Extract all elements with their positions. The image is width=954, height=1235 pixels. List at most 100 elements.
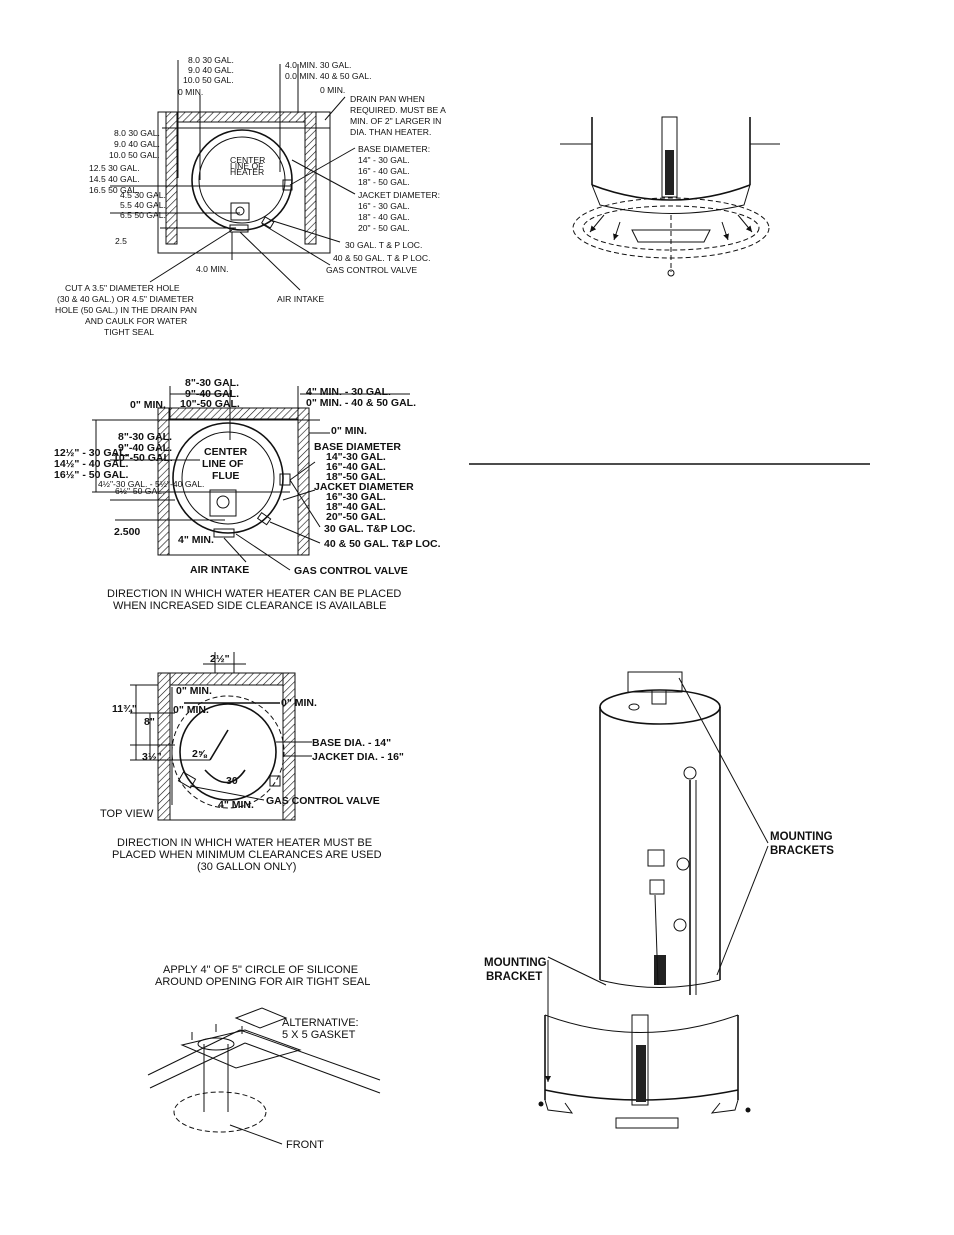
label: 10"-50 GAL. [180,398,240,410]
label: 6.5 50 GAL. [120,210,166,220]
label: 4½"-30 GAL. - 5½"-40 GAL. [98,479,204,489]
label: 8" [144,716,155,728]
label: 0" MIN. [173,704,209,716]
leader-line [289,461,316,481]
label: 10.0 50 GAL. [109,150,160,160]
flue-collar [651,689,667,705]
center-label: LINE OF [202,458,244,470]
leader-line [149,229,233,283]
label: 4.0 MIN. 30 GAL. [285,60,351,70]
leader-line [289,479,321,528]
label: 12½" - 30 GAL. [54,447,129,459]
heater-cut-edge [544,1014,739,1033]
label: MOUNTING [770,831,833,843]
direction-arrow [589,214,605,233]
label: 4" MIN. - 30 GAL. [306,386,391,398]
figure-4-silicone-seal: APPLY 4" OF 5" CIRCLE OF SILICONE AROUND… [147,964,381,1151]
label: 11¾" [112,703,137,715]
screw-icon [745,1107,751,1113]
tp-valve-40-icon [260,216,275,229]
flue-opening [235,206,245,216]
label: 0 MIN. [320,85,345,95]
label: 0" MIN. [130,399,166,411]
drain-pan-note: DIA. THAN HEATER. [350,127,431,137]
leader-line [716,845,769,976]
label: 14.5 40 GAL. [89,174,140,184]
leader-line [324,96,346,121]
label: 16"-40 GAL. [326,461,386,473]
label: BASE DIAMETER [314,441,401,453]
leader-line [261,223,331,266]
direction-arrow [613,221,621,241]
label: 0" MIN. [176,685,212,697]
label: 9"-40 GAL. [185,388,239,400]
label: 30 GAL. T&P LOC. [324,523,415,535]
base-circle [198,136,286,224]
figure-2-clearance-diagram: 8"-30 GAL. 9"-40 GAL. 10"-50 GAL. 0" MIN… [54,377,441,612]
cut-note: TIGHT SEAL [104,327,154,337]
label: 18"-40 GAL. [326,501,386,513]
label: JACKET DIAMETER: [358,190,440,200]
label: 3½" [142,751,162,763]
floor-edge [147,1029,241,1076]
cut-note: CUT A 3.5" DIAMETER HOLE [65,283,180,293]
label: JACKET DIA. - 16" [312,751,404,763]
leader-line [291,159,356,195]
tp-valve-icon [282,179,293,191]
figure-6-mounting-brackets: MOUNTING BRACKETS MOUNTING BRACKET [484,671,834,1129]
tp-valve-icon [269,775,281,787]
label: 10"-50 GAL. [113,452,173,464]
label: 8.0 30 GAL. [188,55,234,65]
heater-bottom [599,979,721,988]
label: 9"-40 GAL. [118,442,172,454]
drain-valve-icon [673,918,687,932]
figure-3-top-view: 2½" 0" MIN. 0" MIN. 0" MIN. 11¾" 8" 3½" … [100,652,404,873]
heater-bottom [591,184,751,201]
label: MOUNTING [484,957,547,969]
pipe [661,116,678,198]
gas-line [654,894,659,986]
label: 18"-50 GAL. [326,471,386,483]
flue-arc [204,769,246,784]
label: 8.0 30 GAL. [114,128,160,138]
note: 5 X 5 GASKET [282,1029,356,1041]
tp-valve-icon [279,473,291,486]
tp-valve-icon [683,766,697,780]
leader-line [235,533,291,571]
label: 9.0 40 GAL. [188,65,234,75]
screw-icon [538,1101,544,1107]
label: JACKET DIAMETER [314,481,414,493]
direction-arrow [721,221,729,241]
label: 0 MIN. [178,87,203,97]
label: 0" MIN. [281,697,317,709]
note: ALTERNATIVE: [282,1017,359,1029]
label: 16" - 30 GAL. [358,201,410,211]
base-circle [181,431,275,525]
note: APPLY 4" OF 5" CIRCLE OF SILICONE [163,964,358,976]
wall-top [157,672,296,686]
label: 16½" - 50 GAL. [54,469,129,481]
center-label: FLUE [212,470,239,482]
label: 40 & 50 GAL. T & P LOC. [333,253,430,263]
flue-line [209,729,229,761]
label: BRACKETS [770,845,834,857]
cut-note: AND CAULK FOR WATER [85,316,187,326]
floor-edge [149,1042,246,1089]
label: BRACKET [486,971,542,983]
leader-line [289,147,356,186]
label: GAS CONTROL VALVE [326,265,417,275]
gas-pipe [665,150,674,195]
label: 14½" - 40 GAL. [54,458,129,470]
pipe-top [197,1037,235,1051]
label: 20"-50 GAL. [326,511,386,523]
caption: WHEN INCREASED SIDE CLEARANCE IS AVAILAB… [113,600,386,612]
label: 16"-30 GAL. [326,491,386,503]
heater-base-skirt [591,184,751,214]
floor-plate [180,1029,302,1069]
cut-note: (30 & 40 GAL.) OR 4.5" DIAMETER [57,294,194,304]
heater-top [599,689,721,725]
gasket [234,1007,288,1029]
label: AIR INTAKE [190,564,249,576]
caption: DIRECTION IN WHICH WATER HEATER CAN BE P… [107,588,401,600]
base-circle [179,703,277,801]
